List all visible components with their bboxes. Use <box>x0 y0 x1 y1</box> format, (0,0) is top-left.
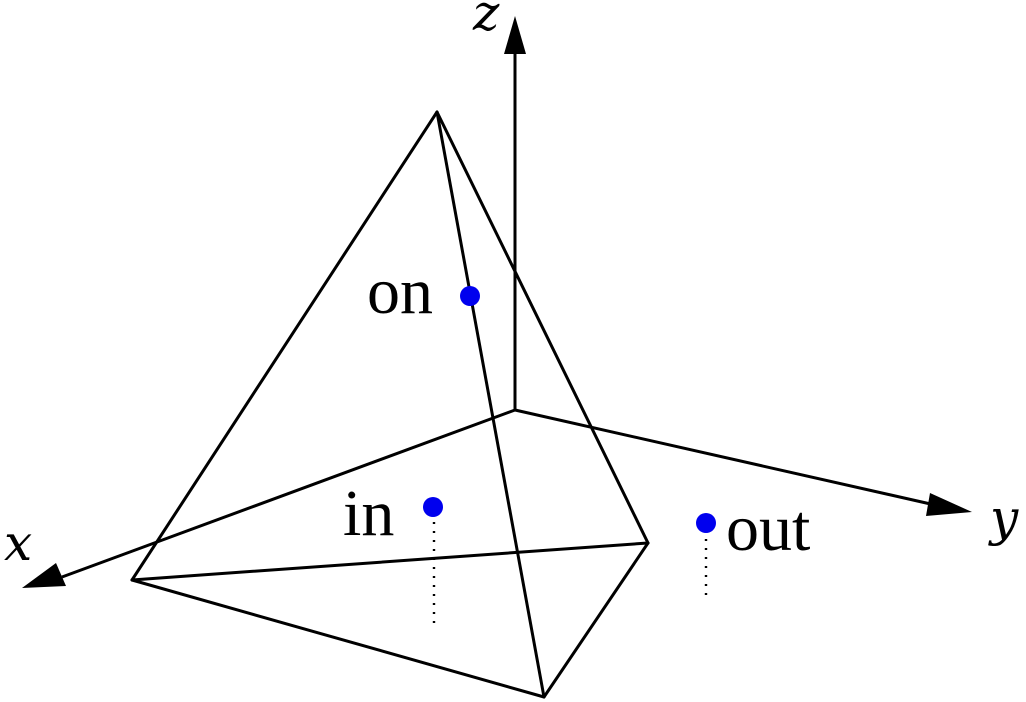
tetra-edge-apex-right <box>435 110 650 545</box>
y-axis <box>514 408 936 507</box>
out-point <box>696 513 716 533</box>
in-point-label: in <box>343 477 394 550</box>
y-axis-label: y <box>988 489 1019 547</box>
out-point-label: out <box>726 492 810 565</box>
tetra-edge-front-right <box>542 541 650 699</box>
on-point-label: on <box>367 255 433 328</box>
x-axis-arrowhead <box>22 563 66 588</box>
tetra-edge-apex-left <box>130 110 439 582</box>
in-point <box>423 497 443 517</box>
x-axis-label: x <box>4 514 32 572</box>
x-axis <box>61 408 516 579</box>
tetra-edge-apex-front <box>435 110 546 699</box>
tetra-edge-left-right <box>130 541 650 582</box>
tetra-edge-left-front <box>130 578 546 699</box>
on-point <box>460 286 480 306</box>
z-axis-arrowhead <box>504 16 526 54</box>
z-axis-label: z <box>472 0 500 42</box>
y-axis-arrowhead <box>926 493 972 516</box>
